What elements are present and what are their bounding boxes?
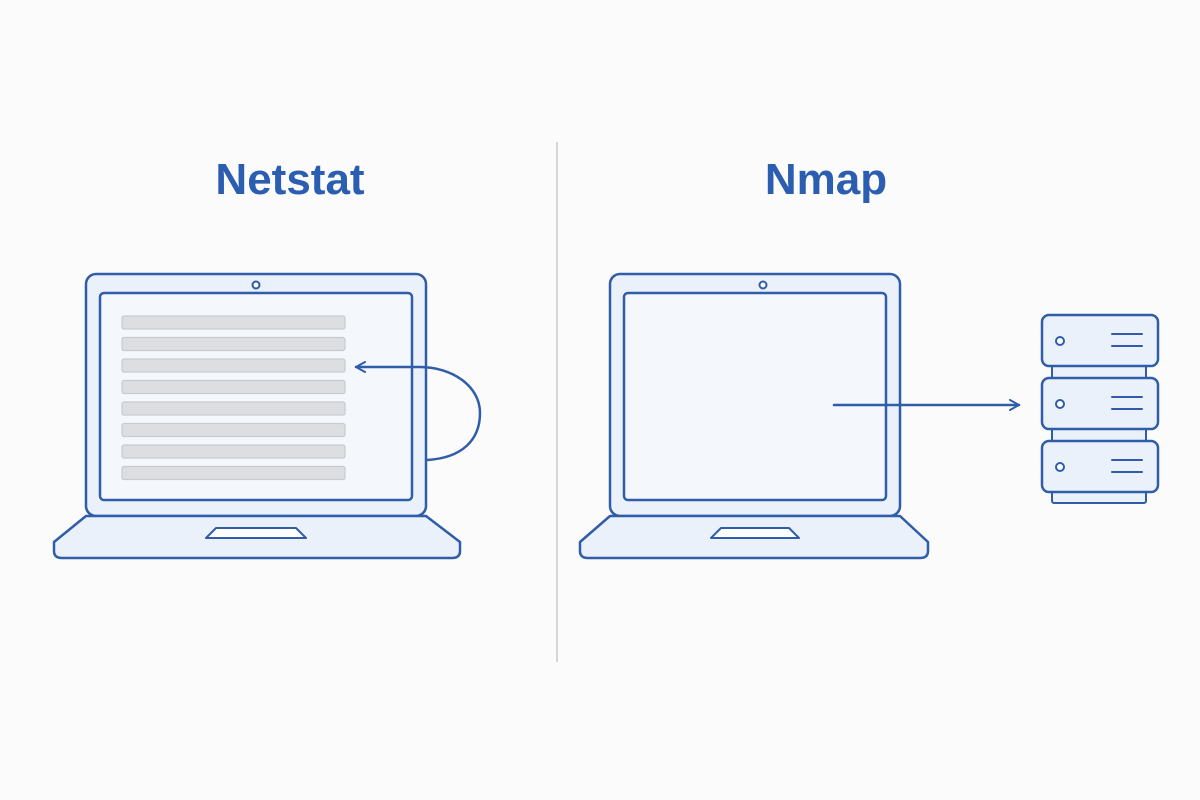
nmap-laptop-icon xyxy=(578,272,930,560)
trackpad xyxy=(205,527,307,539)
netstat-title: Netstat xyxy=(215,155,365,204)
server-unit xyxy=(1040,376,1160,443)
server-body xyxy=(1040,439,1160,494)
laptop-screen xyxy=(622,291,888,502)
webcam-icon xyxy=(251,280,261,290)
nmap-title: Nmap xyxy=(764,155,888,204)
list-row xyxy=(121,315,346,330)
server-led-icon xyxy=(1055,399,1065,409)
server-body xyxy=(1040,313,1160,368)
server-stack-icon xyxy=(1040,313,1160,504)
server-led-icon xyxy=(1055,336,1065,346)
webcam-icon xyxy=(758,280,768,290)
list-row xyxy=(121,465,346,481)
server-unit xyxy=(1040,439,1160,504)
list-row xyxy=(121,379,346,395)
list-row xyxy=(121,336,346,352)
server-unit xyxy=(1040,313,1160,380)
server-led-icon xyxy=(1055,462,1065,472)
curved-arrow-icon xyxy=(354,361,482,462)
list-row xyxy=(121,358,346,373)
list-row xyxy=(121,444,346,459)
list-row xyxy=(121,401,346,416)
server-body xyxy=(1040,376,1160,431)
list-row xyxy=(121,422,346,438)
connection-list-icon xyxy=(121,315,346,481)
trackpad xyxy=(710,527,800,539)
